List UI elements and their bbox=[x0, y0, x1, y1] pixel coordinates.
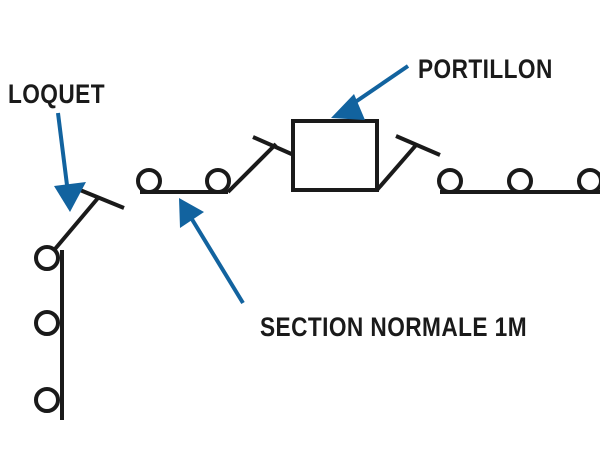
arrow-portillon-head bbox=[331, 94, 365, 120]
label-section-normale: SECTION NORMALE 1M bbox=[260, 312, 527, 342]
posts-group bbox=[34, 168, 600, 413]
latch-left-arm bbox=[53, 196, 100, 251]
post-left-2 bbox=[34, 310, 60, 336]
arrow-section-normale-line bbox=[188, 214, 245, 305]
label-portillon: PORTILLON bbox=[418, 54, 553, 84]
latch-right bbox=[375, 134, 441, 192]
latch-left-bar bbox=[79, 188, 125, 210]
latch-left bbox=[53, 188, 125, 251]
label-loquet: LOQUET bbox=[8, 79, 105, 109]
latch-right-bar bbox=[395, 134, 441, 157]
arrow-portillon-line bbox=[346, 64, 410, 109]
latch-middle bbox=[226, 135, 297, 194]
post-right-2 bbox=[507, 168, 533, 194]
arrow-portillon bbox=[331, 64, 410, 120]
post-left-1 bbox=[34, 245, 60, 271]
arrow-loquet bbox=[54, 112, 86, 212]
post-mid-2 bbox=[205, 168, 231, 194]
latch-middle-arm bbox=[226, 142, 278, 194]
rails-group bbox=[60, 190, 600, 420]
arrow-loquet-head bbox=[54, 182, 86, 212]
arrow-loquet-line bbox=[56, 112, 70, 194]
latch-middle-bar bbox=[252, 135, 297, 158]
post-right-3 bbox=[577, 168, 600, 194]
post-mid-1 bbox=[136, 168, 162, 194]
post-right-1 bbox=[437, 168, 463, 194]
arrow-section-normale-head bbox=[179, 198, 204, 228]
latches-group bbox=[53, 134, 441, 251]
arrow-section-normale bbox=[179, 198, 245, 305]
latch-right-arm bbox=[375, 142, 419, 192]
post-left-3 bbox=[34, 387, 60, 413]
gate-portillon bbox=[291, 119, 379, 192]
arrows-group bbox=[54, 64, 410, 305]
